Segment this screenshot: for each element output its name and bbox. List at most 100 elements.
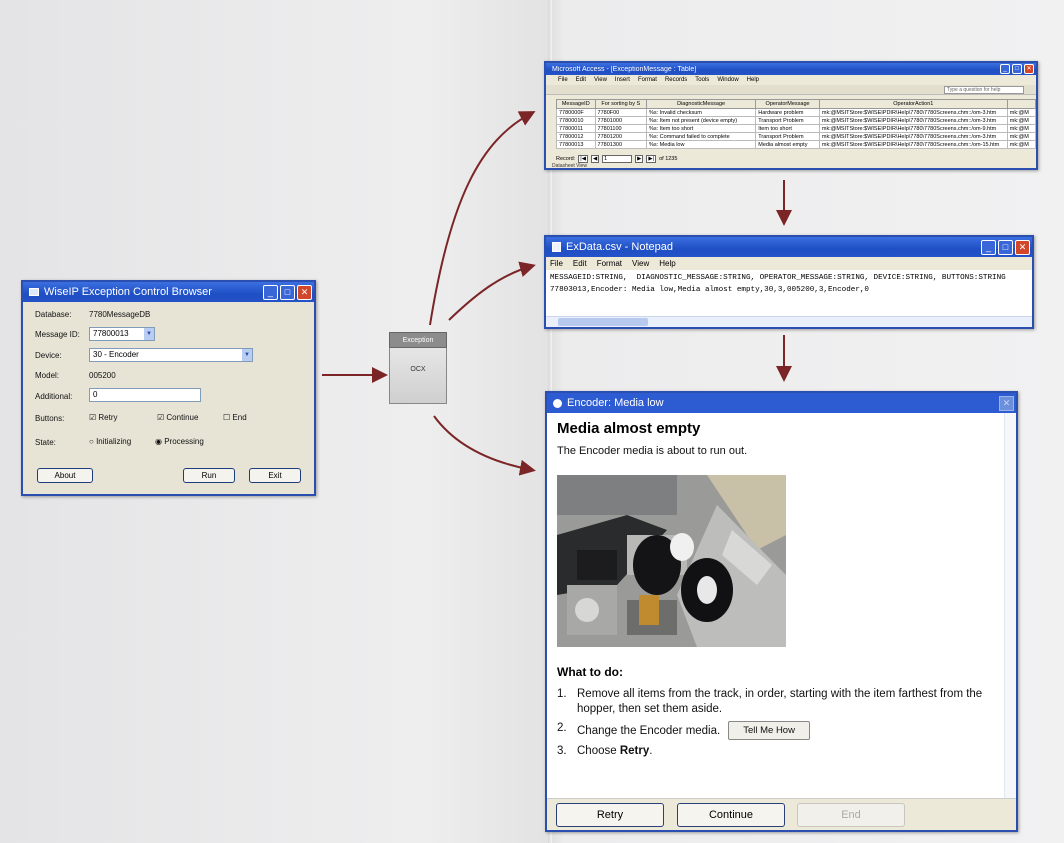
encoder-titlebar[interactable]: Encoder: Media low ✕ — [547, 393, 1016, 413]
table-cell[interactable]: 77800011 — [556, 124, 596, 133]
continue-button[interactable]: Continue — [677, 803, 785, 827]
table-cell[interactable]: 77801300 — [594, 140, 647, 149]
table-cell[interactable]: mk:@M — [1006, 116, 1037, 125]
table-cell[interactable]: 7780000F — [556, 108, 596, 117]
table-cell[interactable]: 77801100 — [594, 124, 647, 133]
maximize-button[interactable]: □ — [1012, 64, 1022, 74]
access-titlebar[interactable]: Microsoft Access - [ExceptionMessage : T… — [546, 63, 1036, 75]
table-cell[interactable]: Transport Problem — [755, 132, 820, 141]
table-cell[interactable]: mk:@MSITStore:$WISEIPDIR\Help\7780\7780S… — [818, 132, 1008, 141]
column-header[interactable]: OperatorAction1 — [818, 99, 1008, 109]
table-cell[interactable]: mk:@MSITStore:$WISEIPDIR\Help\7780\7780S… — [818, 124, 1008, 133]
table-cell[interactable]: 77800010 — [556, 116, 596, 125]
menu-format[interactable]: Format — [637, 77, 657, 83]
table-cell[interactable]: 77800013 — [556, 140, 596, 149]
menu-file[interactable]: File — [550, 259, 563, 268]
table-cell[interactable]: Transport Problem — [755, 116, 820, 125]
menu-window[interactable]: Window — [717, 77, 739, 83]
table-cell[interactable]: mk:@M — [1006, 140, 1037, 149]
last-record-button[interactable]: ▶| — [646, 155, 657, 163]
menu-help[interactable]: Help — [659, 259, 676, 268]
about-button[interactable]: About — [37, 468, 93, 483]
table-cell[interactable]: 77801000 — [594, 116, 647, 125]
help-search-input[interactable]: Type a question for help — [944, 86, 1024, 94]
chevron-down-icon[interactable]: ▼ — [144, 328, 154, 340]
column-header[interactable]: For sorting by S — [594, 99, 647, 109]
vertical-scrollbar[interactable] — [1004, 413, 1016, 798]
column-header[interactable]: MessageID — [556, 99, 596, 109]
exit-button[interactable]: Exit — [249, 468, 301, 483]
processing-radio[interactable]: ◉ Processing — [155, 437, 204, 446]
end-checkbox[interactable]: ☐ End — [223, 413, 247, 422]
table-cell[interactable]: %s: Item too short — [645, 124, 757, 133]
menu-edit[interactable]: Edit — [572, 259, 587, 268]
table-cell[interactable]: %s: Item not present (device empty) — [645, 116, 757, 125]
column-header[interactable]: DiagnosticMessage — [645, 99, 757, 109]
close-button[interactable]: ✕ — [297, 284, 312, 300]
prev-record-button[interactable]: ◀ — [590, 155, 600, 163]
table-cell[interactable]: %s: Command failed to complete — [645, 132, 757, 141]
device-select[interactable]: 30 - Encoder ▼ — [89, 348, 253, 362]
table-cell[interactable]: mk:@M — [1006, 108, 1037, 117]
maximize-button[interactable]: □ — [280, 284, 295, 300]
table-cell[interactable]: mk:@MSITStore:$WISEIPDIR\Help\7780\7780S… — [818, 140, 1008, 149]
table-cell[interactable]: Media almost empty — [755, 140, 820, 149]
notepad-window: ExData.csv - Notepad _ □ ✕ File Edit For… — [544, 235, 1034, 329]
next-record-button[interactable]: ▶ — [635, 155, 644, 163]
column-header[interactable] — [1006, 99, 1037, 109]
continue-checkbox[interactable]: ☑ Continue — [157, 413, 198, 422]
notepad-text-area[interactable]: MESSAGEID:STRING, DIAGNOSTIC_MESSAGE:STR… — [546, 270, 1032, 298]
table-cell[interactable]: mk:@MSITStore:$WISEIPDIR\Help\7780\7780S… — [818, 116, 1008, 125]
maximize-button[interactable]: □ — [998, 239, 1013, 255]
close-button[interactable]: ✕ — [1024, 64, 1034, 74]
minimize-button[interactable]: _ — [1000, 64, 1010, 74]
table-cell[interactable]: Item too short — [755, 124, 820, 133]
minimize-button[interactable]: _ — [263, 284, 278, 300]
scrollbar-thumb[interactable] — [558, 318, 648, 326]
menu-help[interactable]: Help — [746, 77, 759, 83]
table-cell[interactable]: %s: Invalid checksum — [645, 108, 757, 117]
table-cell[interactable]: 7780F00 — [594, 108, 647, 117]
retry-button[interactable]: Retry — [556, 803, 664, 827]
buttons-label: Buttons: — [35, 414, 65, 423]
table-cell[interactable]: mk:@M — [1006, 124, 1037, 133]
retry-checkbox[interactable]: ☑ Retry — [89, 413, 118, 422]
close-button[interactable]: ✕ — [1015, 239, 1030, 255]
additional-input[interactable]: 0 — [89, 388, 201, 402]
minimize-button[interactable]: _ — [981, 239, 996, 255]
menu-view[interactable]: View — [594, 77, 607, 83]
menu-file[interactable]: File — [558, 77, 568, 83]
table-cell[interactable]: mk:@MSITStore:$WISEIPDIR\Help\7780\7780S… — [818, 108, 1008, 117]
table-cell[interactable]: Hardware problem — [755, 108, 820, 117]
menu-records[interactable]: Records — [664, 77, 688, 83]
close-button[interactable]: ✕ — [999, 395, 1014, 411]
tell-me-how-button[interactable]: Tell Me How — [728, 721, 810, 740]
record-number-input[interactable]: 1 — [602, 155, 633, 163]
menu-view[interactable]: View — [632, 259, 650, 268]
column-header[interactable]: OperatorMessage — [755, 99, 820, 109]
menu-format[interactable]: Format — [596, 259, 623, 268]
horizontal-scrollbar[interactable] — [546, 316, 1032, 327]
menu-tools[interactable]: Tools — [695, 77, 710, 83]
run-button[interactable]: Run — [183, 468, 235, 483]
table-cell[interactable]: 77800012 — [556, 132, 596, 141]
table-cell[interactable]: 77801200 — [594, 132, 647, 141]
message-id-select[interactable]: 77800013 ▼ — [89, 327, 155, 341]
menu-insert[interactable]: Insert — [614, 77, 630, 83]
csv-header-line: MESSAGEID:STRING, DIAGNOSTIC_MESSAGE:STR… — [550, 274, 1006, 282]
first-record-button[interactable]: |◀ — [578, 155, 588, 163]
table-cell[interactable]: mk:@M — [1006, 132, 1037, 141]
menu-edit[interactable]: Edit — [575, 77, 587, 83]
initializing-radio[interactable]: ○ Initializing — [89, 437, 131, 446]
table-cell[interactable]: %s: Media low — [645, 140, 757, 149]
browser-titlebar[interactable]: WiseIP Exception Control Browser _ □ ✕ — [23, 282, 314, 302]
chevron-down-icon[interactable]: ▼ — [242, 349, 252, 361]
end-button[interactable]: End — [797, 803, 905, 827]
notepad-titlebar[interactable]: ExData.csv - Notepad _ □ ✕ — [546, 237, 1032, 257]
encoder-photo — [557, 475, 786, 647]
